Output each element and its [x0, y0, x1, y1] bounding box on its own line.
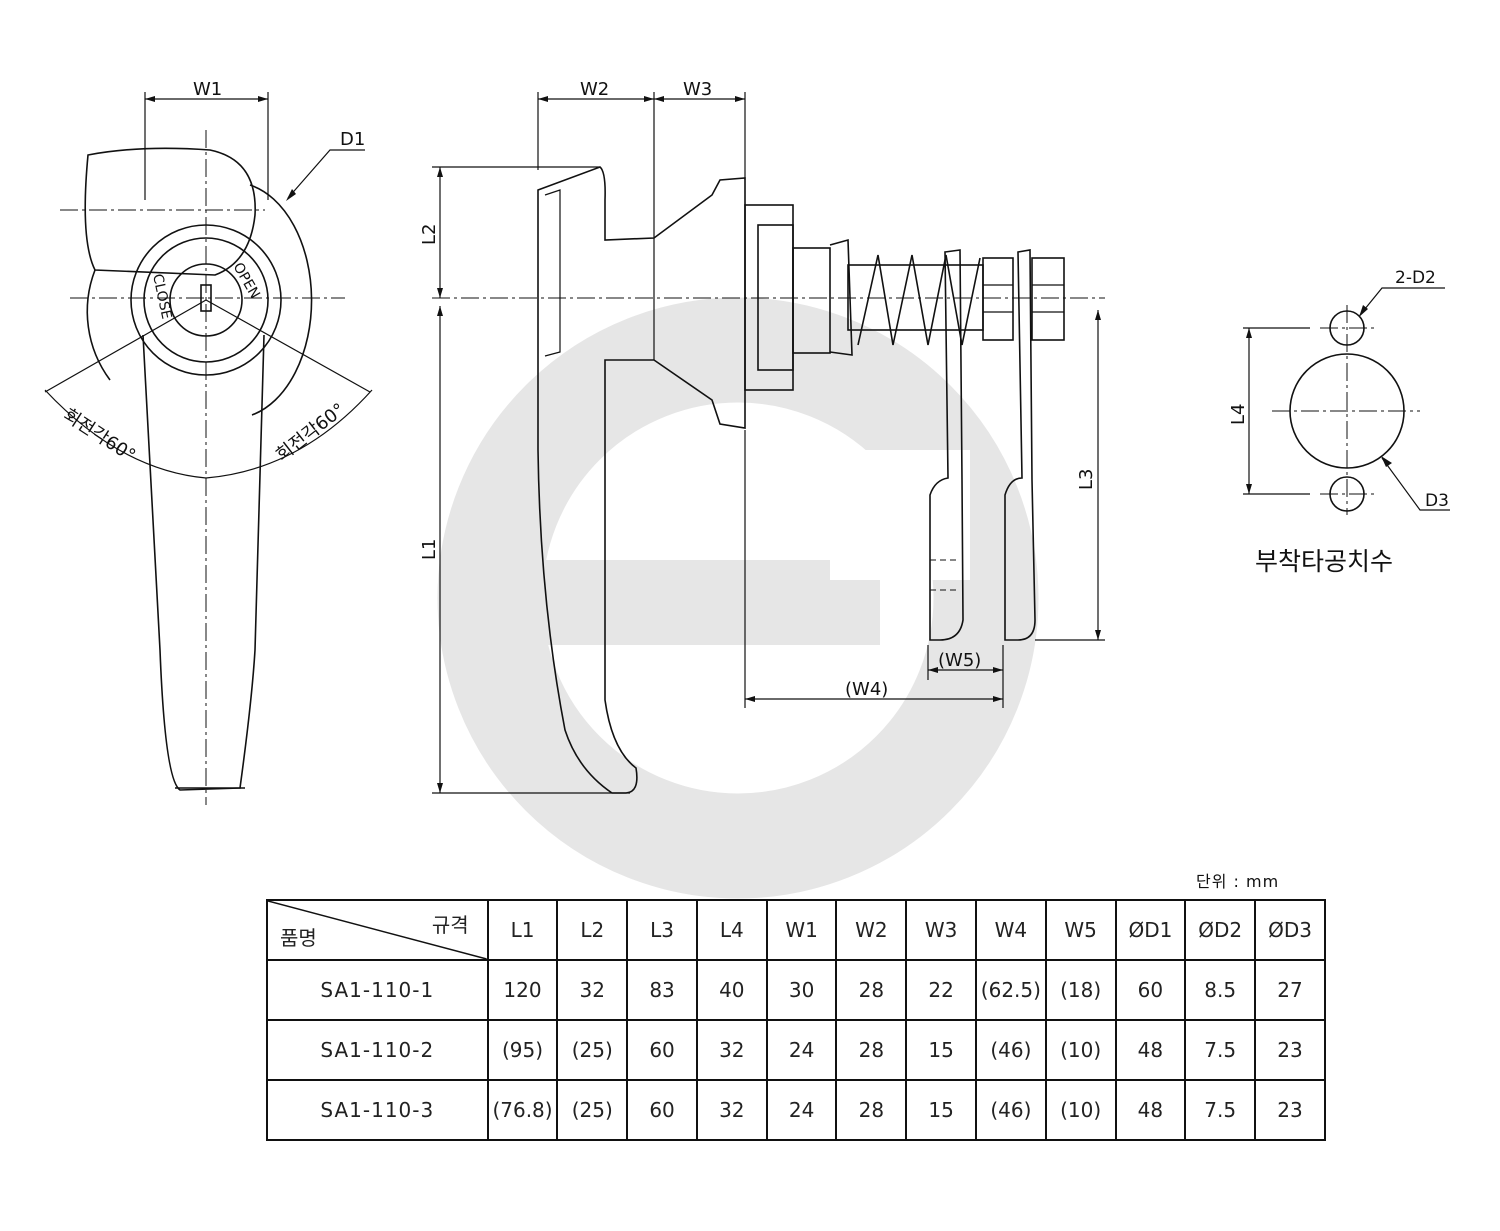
table-cell: (25): [556, 1019, 629, 1081]
l1-label: L1: [419, 539, 440, 560]
table-cell: (18): [1044, 959, 1117, 1021]
table-cell: 48: [1114, 1019, 1187, 1081]
table-cell: 27: [1254, 959, 1326, 1021]
table-corner-cell: 규격 품명: [266, 899, 489, 961]
table-row: SA1-110-2 (95) (25) 60 32 24 28 15 (46) …: [266, 1019, 1326, 1081]
side-view: W2 W3 L2 L1: [419, 79, 1105, 794]
rotation-label-left: 회전각60°: [59, 405, 139, 467]
header-cell: ØD3: [1254, 899, 1326, 961]
header-cell: L4: [695, 899, 768, 961]
watermark-logo: [437, 297, 1039, 899]
l3-label: L3: [1076, 469, 1097, 490]
table-cell: 60: [626, 1019, 698, 1081]
w4-label: (W4): [845, 679, 888, 700]
model-cell: SA1-110-1: [266, 959, 489, 1021]
d2-label: 2-D2: [1395, 268, 1436, 288]
table-cell: 23: [1254, 1019, 1326, 1081]
header-cell: W4: [974, 899, 1047, 961]
header-cell: W5: [1044, 899, 1117, 961]
table-cell: 120: [486, 959, 559, 1021]
table-cell: 32: [695, 1079, 768, 1141]
d3-label: D3: [1425, 491, 1449, 511]
table-cell: 48: [1114, 1079, 1187, 1141]
w5-label: (W5): [938, 650, 981, 671]
model-cell: SA1-110-2: [266, 1019, 489, 1081]
table-cell: 24: [765, 1079, 838, 1141]
mounting-hole-view: L4 2-D2 D3 부착타공치수: [1228, 268, 1450, 576]
table-cell: 7.5: [1184, 1079, 1257, 1141]
table-cell: 30: [765, 959, 838, 1021]
table-cell: (25): [556, 1079, 629, 1141]
table-cell: 23: [1254, 1079, 1326, 1141]
table-cell: 60: [1114, 959, 1187, 1021]
table-cell: (46): [974, 1019, 1047, 1081]
model-cell: SA1-110-3: [266, 1079, 489, 1141]
table-cell: 28: [835, 959, 908, 1021]
front-view: W1 D1 회전각60° 회전각60° CLOSE OPEN: [44, 79, 373, 805]
table-row: SA1-110-1 120 32 83 40 30 28 22 (62.5) (…: [266, 959, 1326, 1021]
spec-table: 규격 품명 L1 L2 L3 L4 W1 W2 W3 W4 W5 ØD1 ØD2…: [266, 899, 1326, 1141]
mounting-caption: 부착타공치수: [1255, 547, 1393, 576]
header-cell: L1: [486, 899, 559, 961]
d1-label: D1: [340, 129, 365, 150]
table-cell: 28: [835, 1019, 908, 1081]
table-cell: 8.5: [1184, 959, 1257, 1021]
l2-label: L2: [419, 224, 440, 245]
table-cell: 32: [695, 1019, 768, 1081]
table-cell: 32: [556, 959, 629, 1021]
table-header-row: 규격 품명 L1 L2 L3 L4 W1 W2 W3 W4 W5 ØD1 ØD2…: [266, 899, 1326, 961]
table-cell: 22: [905, 959, 977, 1021]
table-cell: (10): [1044, 1079, 1117, 1141]
l4-label: L4: [1228, 404, 1249, 425]
close-marking: CLOSE: [149, 273, 174, 321]
unit-label: 단위 : mm: [1196, 872, 1280, 891]
table-cell: 83: [626, 959, 698, 1021]
table-cell: (76.8): [486, 1079, 559, 1141]
header-cell: W3: [905, 899, 977, 961]
w1-label: W1: [193, 79, 222, 100]
w2-label: W2: [580, 79, 609, 100]
table-cell: 24: [765, 1019, 838, 1081]
header-cell: ØD1: [1114, 899, 1187, 961]
header-cell: L2: [556, 899, 629, 961]
table-cell: 28: [835, 1079, 908, 1141]
w3-label: W3: [683, 79, 712, 100]
table-cell: 60: [626, 1079, 698, 1141]
rotation-label-right: 회전각60°: [272, 399, 349, 466]
header-cell: W2: [835, 899, 908, 961]
header-cell: W1: [765, 899, 838, 961]
table-cell: 40: [695, 959, 768, 1021]
table-row: SA1-110-3 (76.8) (25) 60 32 24 28 15 (46…: [266, 1079, 1326, 1141]
header-cell: ØD2: [1184, 899, 1257, 961]
header-cell: L3: [626, 899, 698, 961]
corner-name-label: 품명: [280, 926, 317, 950]
corner-spec-label: 규격: [431, 913, 469, 937]
table-cell: 7.5: [1184, 1019, 1257, 1081]
table-cell: 15: [905, 1079, 977, 1141]
table-cell: (62.5): [974, 959, 1047, 1021]
table-cell: 15: [905, 1019, 977, 1081]
table-cell: (46): [974, 1079, 1047, 1141]
table-cell: (10): [1044, 1019, 1117, 1081]
table-cell: (95): [486, 1019, 559, 1081]
